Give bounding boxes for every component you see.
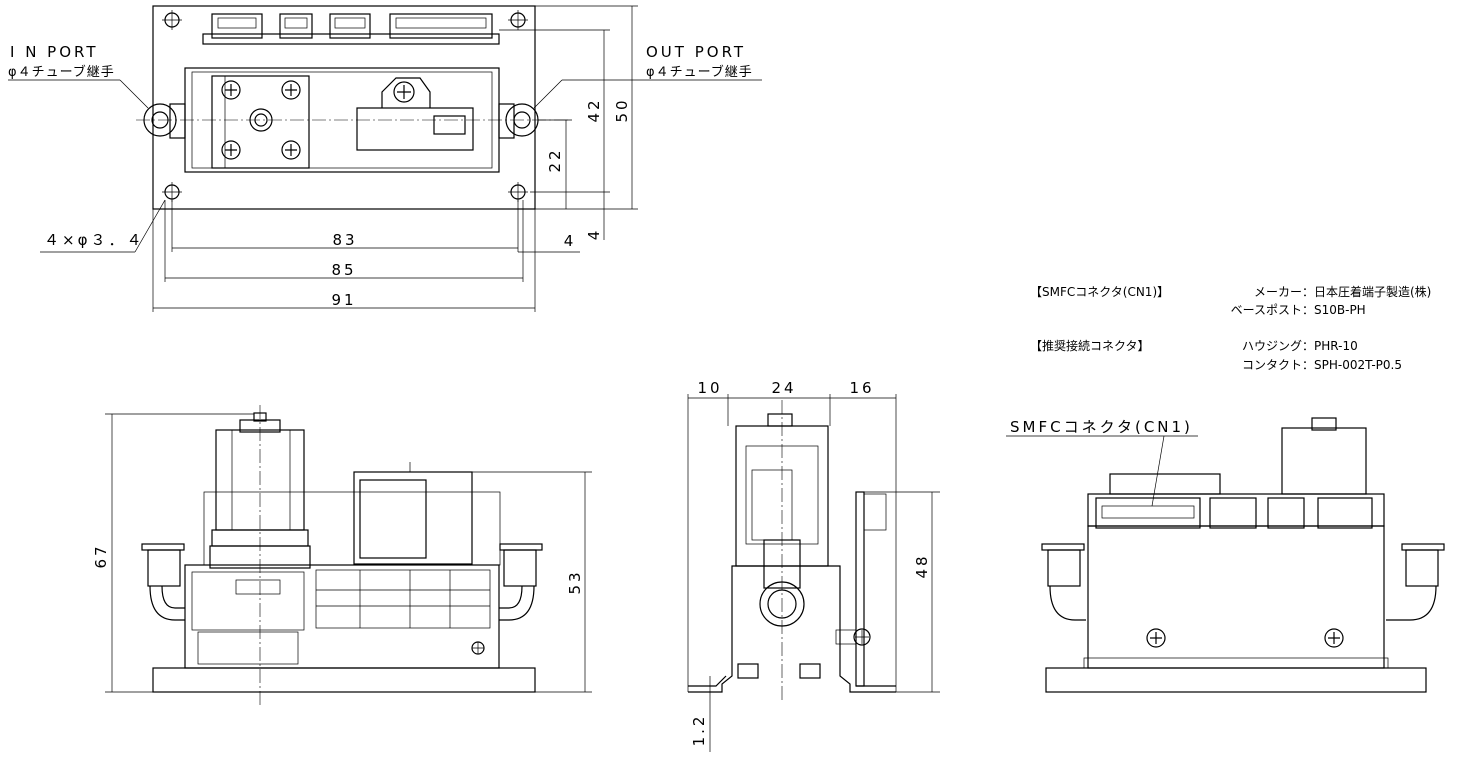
rear-body xyxy=(1087,525,1385,669)
screw-icon xyxy=(471,641,485,655)
mounting-hole xyxy=(162,10,182,30)
rear-base-plate xyxy=(1045,667,1427,693)
spec-housing-label: ハウジング xyxy=(1242,339,1302,353)
dim-22: 22 xyxy=(546,147,564,172)
front-view: 67 53 xyxy=(92,405,592,708)
spec-smfc-title: 【SMFCコネクタ(CN1)】 xyxy=(1030,285,1169,299)
dim-24: 24 xyxy=(771,379,796,397)
dim-42: 42 xyxy=(585,97,603,122)
dim-4-horizontal: 4 xyxy=(564,232,577,250)
top-view-plate xyxy=(152,5,536,210)
spec-housing-value: ：PHR-10 xyxy=(1302,339,1358,353)
mounting-hole xyxy=(508,10,528,30)
spec-maker-value: ：日本圧着端子製造(株) xyxy=(1302,284,1431,299)
connector-spec: 【SMFCコネクタ(CN1)】 メーカー ：日本圧着端子製造(株) ベースポスト… xyxy=(1030,284,1431,372)
spec-contact-value: ：SPH-002T-P0.5 xyxy=(1302,358,1402,372)
valve-block xyxy=(211,75,310,169)
screw-icon xyxy=(281,140,301,160)
port-fitting-rear xyxy=(1386,543,1445,621)
front-base-plate xyxy=(152,667,536,693)
out-port-fitting-front xyxy=(499,543,543,621)
spec-recommended-title: 【推奨接続コネクタ】 xyxy=(1030,338,1150,353)
in-port-fitting-front xyxy=(141,543,185,621)
dim-50: 50 xyxy=(613,97,631,122)
screw-icon xyxy=(1324,628,1344,648)
solenoid-front xyxy=(353,462,473,565)
in-port-label: I N PORT xyxy=(10,43,99,61)
dim-1-2: 1.2 xyxy=(690,714,708,747)
top-view: 50 42 22 4 83 85 91 4 I N PORT φ４チューブ継手 … xyxy=(8,5,762,312)
rear-view: SMFCコネクタ(CN1) xyxy=(1006,417,1445,693)
screw-icon xyxy=(221,140,241,160)
spec-base-post-value: ：S10B-PH xyxy=(1302,303,1366,317)
out-port-fitting-label: φ４チューブ継手 xyxy=(646,64,753,80)
dim-16: 16 xyxy=(849,379,874,397)
mounting-hole xyxy=(162,182,182,202)
side-view: 10 24 16 48 1.2 xyxy=(687,379,940,752)
holes-label: ４×φ３．４ xyxy=(44,231,144,249)
in-port-fitting xyxy=(143,103,186,139)
screw-icon xyxy=(281,80,301,100)
screw-icon xyxy=(853,628,871,646)
dim-67: 67 xyxy=(92,543,110,568)
dim-85: 85 xyxy=(331,261,356,279)
mounting-hole xyxy=(508,182,528,202)
in-port-fitting-label: φ４チューブ継手 xyxy=(8,64,115,80)
dim-48: 48 xyxy=(913,553,931,578)
dim-53: 53 xyxy=(566,569,584,594)
solenoid-top xyxy=(356,77,474,151)
out-port-label: OUT PORT xyxy=(646,43,746,61)
spec-base-post-label: ベースポスト xyxy=(1231,303,1302,317)
smfc-connector xyxy=(1095,497,1201,529)
dim-91: 91 xyxy=(331,291,356,309)
screw-icon xyxy=(1146,628,1166,648)
front-body xyxy=(184,564,500,669)
spec-contact-label: コンタクト xyxy=(1242,358,1302,372)
smfc-connector-label: SMFCコネクタ(CN1) xyxy=(1010,418,1193,436)
spec-maker-label: メーカー xyxy=(1254,285,1302,299)
dim-10: 10 xyxy=(697,379,722,397)
dim-4-vertical: 4 xyxy=(585,228,603,241)
out-port-fitting xyxy=(498,103,539,139)
top-connector-row xyxy=(202,13,500,45)
dim-83: 83 xyxy=(332,231,357,249)
port-fitting-rear xyxy=(1041,543,1086,621)
screw-icon xyxy=(221,80,241,100)
